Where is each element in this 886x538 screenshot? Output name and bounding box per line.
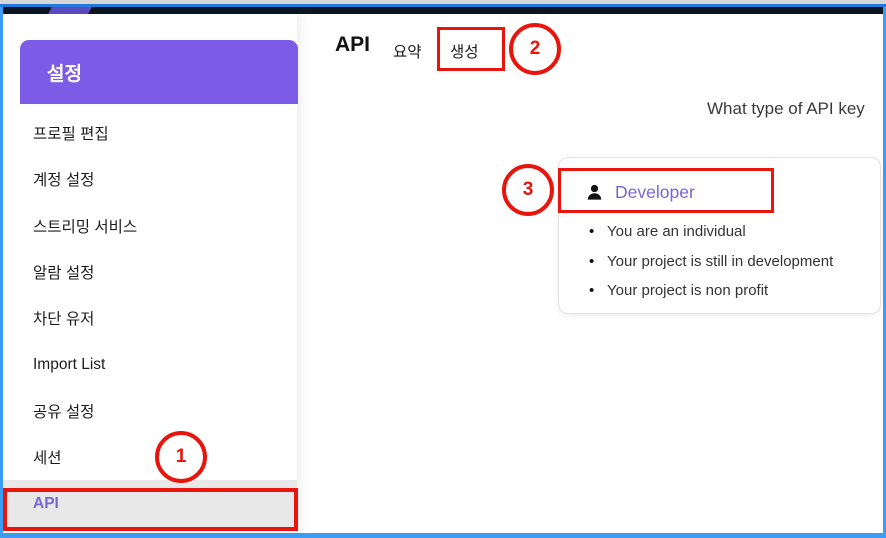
sidebar-item[interactable]: API <box>3 480 297 527</box>
frame-border-bottom <box>0 533 886 538</box>
top-bar-purple-accent <box>48 7 92 14</box>
api-key-question: What type of API key <box>707 99 865 118</box>
sidebar-item[interactable]: 차단 유저 <box>3 295 297 341</box>
top-bar <box>2 7 884 14</box>
sidebar-header: 설정 <box>20 40 298 104</box>
sidebar-nav: 프로필 편집 계정 설정 스트리밍 서비스 알람 설정 차단 유저 <box>3 110 297 527</box>
person-icon <box>585 183 604 202</box>
developer-bullet: You are an individual <box>589 217 833 247</box>
sidebar-item[interactable]: 공유 설정 <box>3 388 297 434</box>
sidebar-item-label: 스트리밍 서비스 <box>33 218 138 236</box>
developer-button[interactable]: Developer <box>585 179 695 205</box>
sidebar-item[interactable]: Import List <box>3 341 297 387</box>
tab-generate[interactable]: 생성 <box>450 44 479 61</box>
top-strip <box>0 0 886 4</box>
developer-bullet-list: You are an individual Your project is st… <box>589 217 833 306</box>
sidebar-item-label: 계정 설정 <box>33 172 95 190</box>
sidebar-item[interactable]: 스트리밍 서비스 <box>3 203 297 249</box>
frame-border-left <box>0 7 3 538</box>
sidebar-item-label: 프로필 편집 <box>33 126 109 144</box>
settings-sidebar: 설정 프로필 편집 계정 설정 스트리밍 서비스 알람 설정 <box>3 14 298 533</box>
sidebar-item[interactable]: 프로필 편집 <box>3 110 297 156</box>
sidebar-item-label: Import List <box>33 355 106 373</box>
developer-label: Developer <box>615 181 695 202</box>
sidebar-item-label: API <box>33 494 59 512</box>
developer-bullet: Your project is non profit <box>589 276 833 306</box>
frame-border-right <box>883 7 886 538</box>
sidebar-item-label: 차단 유저 <box>33 311 95 329</box>
sidebar-item[interactable]: 세션 <box>3 434 297 480</box>
developer-bullet: Your project is still in development <box>589 247 833 277</box>
page-title: API <box>335 33 371 56</box>
tab-summary[interactable]: 요약 <box>393 44 422 61</box>
sidebar-item-label: 세션 <box>33 450 62 468</box>
annotation-step-3: 3 <box>502 164 554 216</box>
sidebar-title: 설정 <box>47 63 82 85</box>
sidebar-item-label: 공유 설정 <box>33 403 95 421</box>
top-accent-line <box>0 4 886 7</box>
sidebar-item-label: 알람 설정 <box>33 265 95 283</box>
sidebar-item[interactable]: 계정 설정 <box>3 156 297 202</box>
annotation-step-2: 2 <box>509 23 561 75</box>
sidebar-item[interactable]: 알람 설정 <box>3 249 297 295</box>
developer-card: Developer You are an individual Your pro… <box>558 157 881 314</box>
